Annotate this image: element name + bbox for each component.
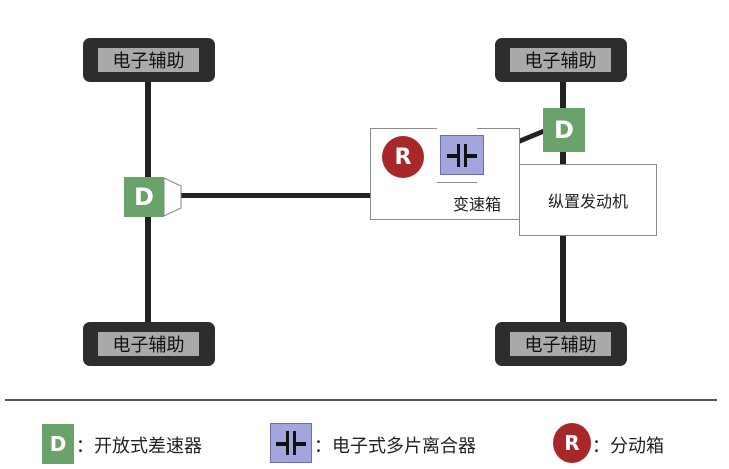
legend-divider bbox=[5, 399, 717, 401]
engine-label: 纵置发动机 bbox=[547, 192, 628, 211]
legend-differential-text: ：开放式差速器 bbox=[76, 436, 202, 457]
propeller-shaft bbox=[180, 193, 372, 198]
front-differential-icon: D bbox=[543, 108, 585, 152]
aux-box-front-right: 电子辅助 bbox=[495, 38, 627, 82]
legend-transfer-case-text: ：分动箱 bbox=[592, 436, 664, 457]
gearbox-label: 变速箱 bbox=[453, 195, 502, 214]
legend-clutch-icon bbox=[270, 423, 312, 463]
aux-box-rear-left: 电子辅助 bbox=[83, 322, 215, 366]
legend-differential-icon: D bbox=[42, 424, 74, 464]
engine-box: 纵置发动机 bbox=[519, 164, 657, 236]
transfer-case-icon: R bbox=[382, 136, 424, 178]
aux-label: 电子辅助 bbox=[510, 332, 611, 356]
multi-plate-clutch-icon bbox=[440, 135, 484, 175]
rear-differential-icon: D bbox=[124, 177, 164, 217]
legend-transfer-case-icon: R bbox=[553, 423, 591, 463]
aux-label: 电子辅助 bbox=[510, 48, 611, 72]
aux-label: 电子辅助 bbox=[98, 48, 199, 72]
aux-box-rear-right: 电子辅助 bbox=[495, 322, 627, 366]
aux-box-front-left: 电子辅助 bbox=[83, 38, 215, 82]
differential-bevel-icon bbox=[163, 177, 182, 217]
legend-clutch-text: ：电子式多片离合器 bbox=[314, 436, 476, 457]
aux-label: 电子辅助 bbox=[98, 332, 199, 356]
